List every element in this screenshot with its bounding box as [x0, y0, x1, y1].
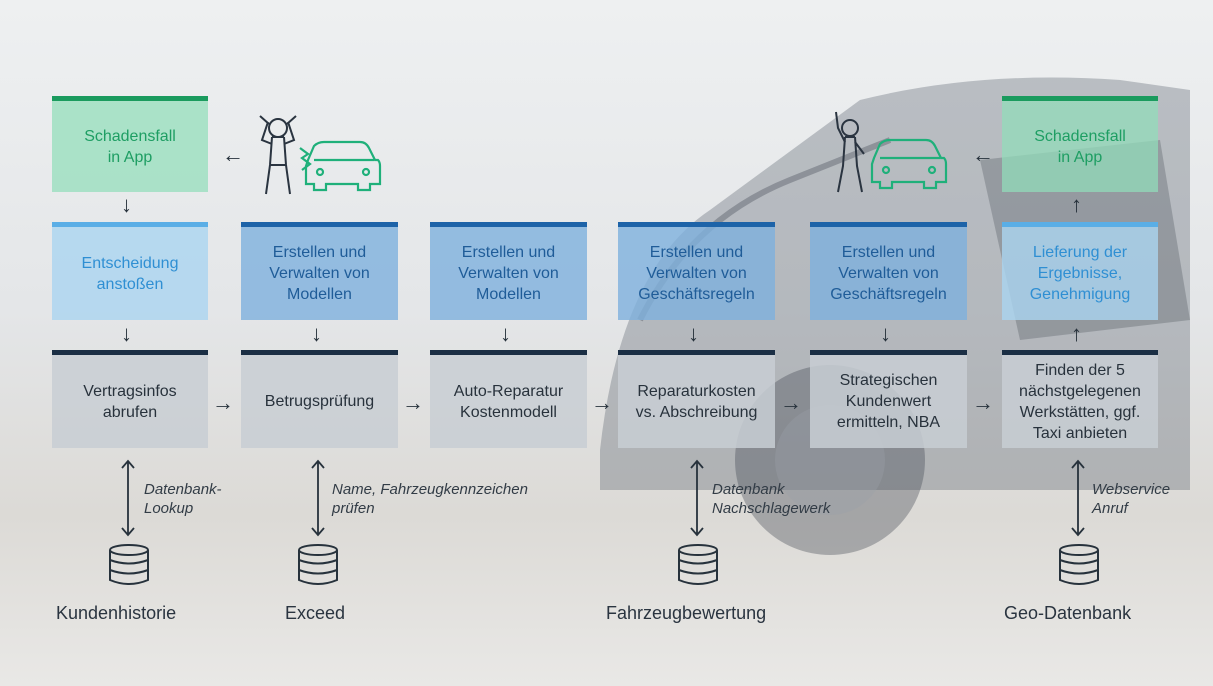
step-label: Strategischen Kundenwert ermitteln, NBA [836, 372, 941, 431]
schadensfall-left-box: Schadensfall in App [52, 96, 208, 192]
arrow-up-icon: ↑ [1071, 321, 1082, 346]
step-box-6: Finden der 5 nächstgelegenen Werkstätten… [1002, 350, 1158, 448]
step-label: Betrugsprüfung [264, 393, 375, 410]
person-stressed-icon [259, 115, 382, 195]
step-box-3: Auto-Reparatur Kostenmodell [430, 350, 587, 448]
double-arrow-icon [121, 459, 135, 537]
arrow-down-icon: ↓ [121, 192, 132, 217]
step-label: Vertragsinfos abrufen [83, 382, 177, 421]
arrow-down-icon: ↓ [500, 321, 511, 346]
decision-label: Lieferung der Ergebnisse, Genehmigung [1029, 244, 1131, 303]
step-label: Finden der 5 nächstgelegenen Werkstätten… [1019, 361, 1141, 442]
car-icon [870, 138, 948, 190]
arrow-down-icon: ↓ [688, 321, 699, 346]
person-waving-icon [835, 111, 948, 193]
arrow-right-icon: → [402, 390, 424, 415]
arrow-right-icon: → [212, 390, 234, 415]
note-name-pruefen: Name, Fahrzeugkennzeichen prüfen [332, 481, 528, 517]
database-icon [678, 544, 718, 585]
database-icon [1059, 544, 1099, 585]
db-label-exceed: Exceed [285, 603, 346, 623]
database-icon [109, 544, 149, 585]
db-label-fahrzeugbewertung: Fahrzeugbewertung [606, 603, 767, 623]
schadensfall-right-label: Schadensfall in App [1034, 127, 1126, 166]
step-label: Auto-Reparatur Kostenmodell [453, 382, 564, 421]
decision-label: Erstellen und Verwalten von Geschäftsreg… [638, 244, 755, 303]
decision-box-1: Entscheidung anstoßen [52, 222, 208, 320]
decision-box-3: Erstellen und Verwalten von Modellen [430, 222, 587, 320]
note-nachschlagewerk: Datenbank Nachschlagewerk [712, 481, 831, 517]
note-datenbank-lookup: Datenbank- Lookup [144, 481, 222, 517]
step-box-2: Betrugsprüfung [241, 350, 398, 448]
decision-label: Erstellen und Verwalten von Modellen [458, 244, 559, 303]
step-box-1: Vertragsinfos abrufen [52, 350, 208, 448]
double-arrow-icon [311, 459, 325, 537]
decision-label: Erstellen und Verwalten von Modellen [269, 244, 370, 303]
crashed-car-icon [299, 140, 382, 192]
arrow-up-icon: ↑ [1071, 192, 1082, 217]
schadensfall-right-box: Schadensfall in App [1002, 96, 1158, 192]
database-icon [298, 544, 338, 585]
arrow-right-icon: → [591, 390, 613, 415]
note-webservice: Webservice Anruf [1092, 481, 1171, 517]
decision-box-4: Erstellen und Verwalten von Geschäftsreg… [618, 222, 775, 320]
arrow-left-icon: ← [222, 142, 244, 167]
decision-box-5: Erstellen und Verwalten von Geschäftsreg… [810, 222, 967, 320]
double-arrow-icon [690, 459, 704, 537]
double-arrow-icon [1071, 459, 1085, 537]
arrow-right-icon: → [972, 390, 994, 415]
step-box-5: Strategischen Kundenwert ermitteln, NBA [810, 350, 967, 448]
arrow-down-icon: ↓ [880, 321, 891, 346]
db-label-kundenhistorie: Kundenhistorie [56, 603, 177, 623]
decision-box-6: Lieferung der Ergebnisse, Genehmigung [1002, 222, 1158, 320]
arrow-down-icon: ↓ [311, 321, 322, 346]
decision-box-2: Erstellen und Verwalten von Modellen [241, 222, 398, 320]
db-label-geo-datenbank: Geo-Datenbank [1004, 603, 1132, 623]
arrow-left-icon: ← [972, 142, 994, 167]
schadensfall-left-label: Schadensfall in App [84, 127, 176, 166]
decision-label: Entscheidung anstoßen [81, 254, 179, 293]
step-box-4: Reparaturkosten vs. Abschreibung [618, 350, 775, 448]
arrow-right-icon: → [780, 390, 802, 415]
step-label: Reparaturkosten vs. Abschreibung [635, 382, 758, 421]
decision-label: Erstellen und Verwalten von Geschäftsreg… [830, 244, 947, 303]
arrow-down-icon: ↓ [121, 321, 132, 346]
